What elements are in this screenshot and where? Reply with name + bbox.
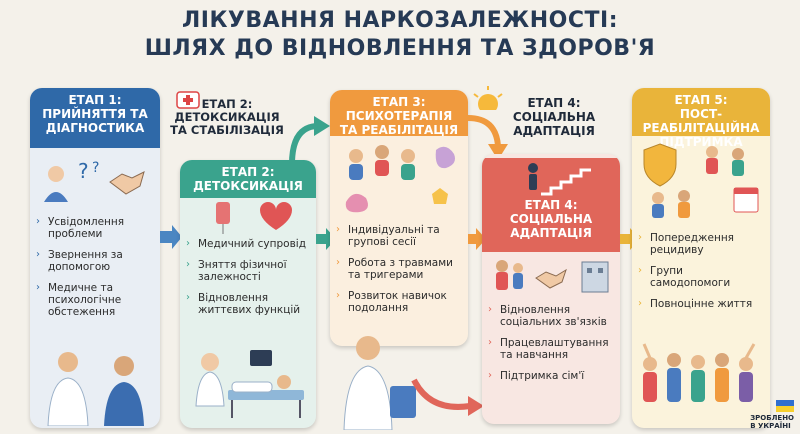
chevron-right-icon: ›	[638, 265, 642, 276]
list-item: ›Розвиток навичок подолання	[336, 290, 447, 314]
list-item: ›Працевлаштування та навчання	[488, 337, 609, 361]
stage-1-header: ЕТАП 1: ПРИЙНЯТТЯ ТА ДІАГНОСТИКА	[30, 88, 160, 148]
stage-5-number: ЕТАП 5:	[674, 93, 728, 107]
stage-2-number: ЕТАП 2:	[221, 165, 275, 179]
stage-4-header: ЕТАП 4: СОЦІАЛЬНА АДАПТАЦІЯ	[482, 158, 620, 252]
stage-4-name: СОЦІАЛЬНА АДАПТАЦІЯ	[509, 212, 593, 240]
family-handshake-illustration	[496, 260, 609, 293]
made-in-ukraine-logo: ЗРОБЛЕНО В УКРАЇНІ	[750, 400, 794, 430]
chevron-right-icon: ›	[488, 370, 492, 381]
stage-4-items: ›Відновлення соціальних зв'язків ›Працев…	[482, 304, 620, 382]
hospital-bed-illustration	[195, 350, 304, 418]
stage-2-card: ЕТАП 2: ДЕТОКСИКАЦІЯ ›Медичний супровід …	[180, 160, 316, 428]
stage-2-name: ДЕТОКСИКАЦІЯ	[193, 179, 303, 193]
list-item: ›Індивідуальні та групові сесії	[336, 224, 440, 248]
chevron-right-icon: ›	[638, 232, 642, 243]
chevron-right-icon: ›	[186, 238, 190, 249]
crowd-celebration-illustration	[642, 343, 756, 402]
chevron-right-icon: ›	[488, 337, 492, 348]
list-item: ›Відновлення соціальних зв'язків	[488, 304, 607, 328]
stage-2-header: ЕТАП 2: ДЕТОКСИКАЦІЯ	[180, 160, 316, 198]
stage-5-header: ЕТАП 5: ПОСТ-РЕАБІЛІТАЦІЙНА ПІДТРИМКА	[632, 88, 770, 149]
chevron-right-icon: ›	[336, 224, 340, 235]
chevron-right-icon: ›	[638, 298, 642, 309]
list-item: ›Усвідомлення проблеми	[36, 216, 125, 240]
stage-3-number: ЕТАП 3:	[372, 95, 426, 109]
stage-4-floating-label: ЕТАП 4: СОЦІАЛЬНА АДАПТАЦІЯ	[502, 96, 606, 138]
stage-1-items: ›Усвідомлення проблеми ›Звернення за доп…	[30, 216, 160, 318]
chevron-right-icon: ›	[336, 257, 340, 268]
stage-2-floating-label: ЕТАП 2: ДЕТОКСИКАЦІЯ ТА СТАБІЛІЗАЦІЯ	[168, 98, 286, 137]
chevron-right-icon: ›	[36, 282, 40, 293]
shield-celebration-illustration	[643, 143, 759, 218]
stage-4-card: ЕТАП 4: СОЦІАЛЬНА АДАПТАЦІЯ ›Відновлення…	[482, 154, 620, 424]
stage-4-number: ЕТАП 4:	[524, 198, 578, 212]
list-item: ›Попередження рецидиву	[638, 232, 734, 256]
stage-2-label-name: ДЕТОКСИКАЦІЯ ТА СТАБІЛІЗАЦІЯ	[170, 110, 284, 137]
list-item: ›Робота з травмами та тригерами	[336, 257, 453, 281]
list-item: ›Підтримка сім'ї	[488, 370, 585, 382]
logo-line-2: В УКРАЇНІ	[750, 422, 791, 430]
arrow-right-icon	[411, 378, 484, 416]
chevron-right-icon: ›	[186, 292, 190, 303]
therapist-illustration	[343, 336, 416, 430]
doctor-patient-illustration	[47, 352, 144, 426]
chevron-right-icon: ›	[186, 259, 190, 270]
stage-3-card: ЕТАП 3: ПСИХОТЕРАПІЯ ТА РЕАБІЛІТАЦІЯ ›Ін…	[330, 90, 468, 346]
stage-3-items: ›Індивідуальні та групові сесії ›Робота …	[330, 224, 468, 314]
medical-icons-illustration	[216, 202, 292, 234]
title-line-2: ШЛЯХ ДО ВІДНОВЛЕННЯ ТА ЗДОРОВ'Я	[144, 36, 656, 61]
arrow-right-icon	[467, 115, 508, 160]
stage-2-label-number: ЕТАП 2:	[201, 97, 253, 111]
list-item: ›Звернення за допомогою	[36, 249, 123, 273]
stage-5-items: ›Попередження рецидиву ›Групи самодопомо…	[632, 232, 770, 310]
stage-3-name: ПСИХОТЕРАПІЯ ТА РЕАБІЛІТАЦІЯ	[339, 109, 459, 137]
arrow-right-icon	[289, 116, 330, 164]
list-item: ›Медичний супровід	[186, 238, 306, 250]
group-therapy-illustration	[345, 145, 455, 213]
stage-5-name: ПОСТ-РЕАБІЛІТАЦІЙНА ПІДТРИМКА	[642, 107, 760, 149]
list-item: ›Зняття фізичної залежності	[186, 259, 287, 283]
title-line-1: ЛІКУВАННЯ НАРКОЗАЛЕЖНОСТІ:	[181, 8, 618, 33]
diagnosis-illustration: ? ?	[44, 159, 145, 202]
list-item: ›Повноцінне життя	[638, 298, 753, 310]
list-item: ›Відновлення життєвих функцій	[186, 292, 301, 316]
arrow-right-icon	[160, 225, 182, 249]
stage-1-card: ЕТАП 1: ПРИЙНЯТТЯ ТА ДІАГНОСТИКА ? ? ›Ус…	[30, 88, 160, 428]
chevron-right-icon: ›	[36, 216, 40, 227]
logo-line-1: ЗРОБЛЕНО	[750, 414, 794, 422]
svg-text:?: ?	[78, 159, 89, 183]
svg-text:?: ?	[92, 160, 99, 176]
stage-3-header: ЕТАП 3: ПСИХОТЕРАПІЯ ТА РЕАБІЛІТАЦІЯ	[330, 90, 468, 137]
stage-1-number: ЕТАП 1:	[68, 93, 122, 107]
stairs-climb-icon	[528, 163, 591, 196]
list-item: ›Медичне та психологічне обстеження	[36, 282, 122, 318]
stage-4-label-name: СОЦІАЛЬНА АДАПТАЦІЯ	[512, 110, 596, 138]
chevron-right-icon: ›	[488, 304, 492, 315]
stage-2-items: ›Медичний супровід ›Зняття фізичної зале…	[180, 238, 316, 316]
stage-1-name: ПРИЙНЯТТЯ ТА ДІАГНОСТИКА	[42, 107, 148, 135]
stage-5-card: ЕТАП 5: ПОСТ-РЕАБІЛІТАЦІЙНА ПІДТРИМКА ›П…	[632, 88, 770, 428]
sun-icon	[473, 86, 503, 110]
first-aid-icon	[176, 91, 200, 109]
list-item: ›Групи самодопомоги	[638, 265, 731, 289]
arrow-right-icon	[468, 228, 486, 250]
stage-4-label-number: ЕТАП 4:	[527, 96, 581, 110]
chevron-right-icon: ›	[36, 249, 40, 260]
ukraine-flag-icon	[776, 400, 794, 412]
chevron-right-icon: ›	[336, 290, 340, 301]
